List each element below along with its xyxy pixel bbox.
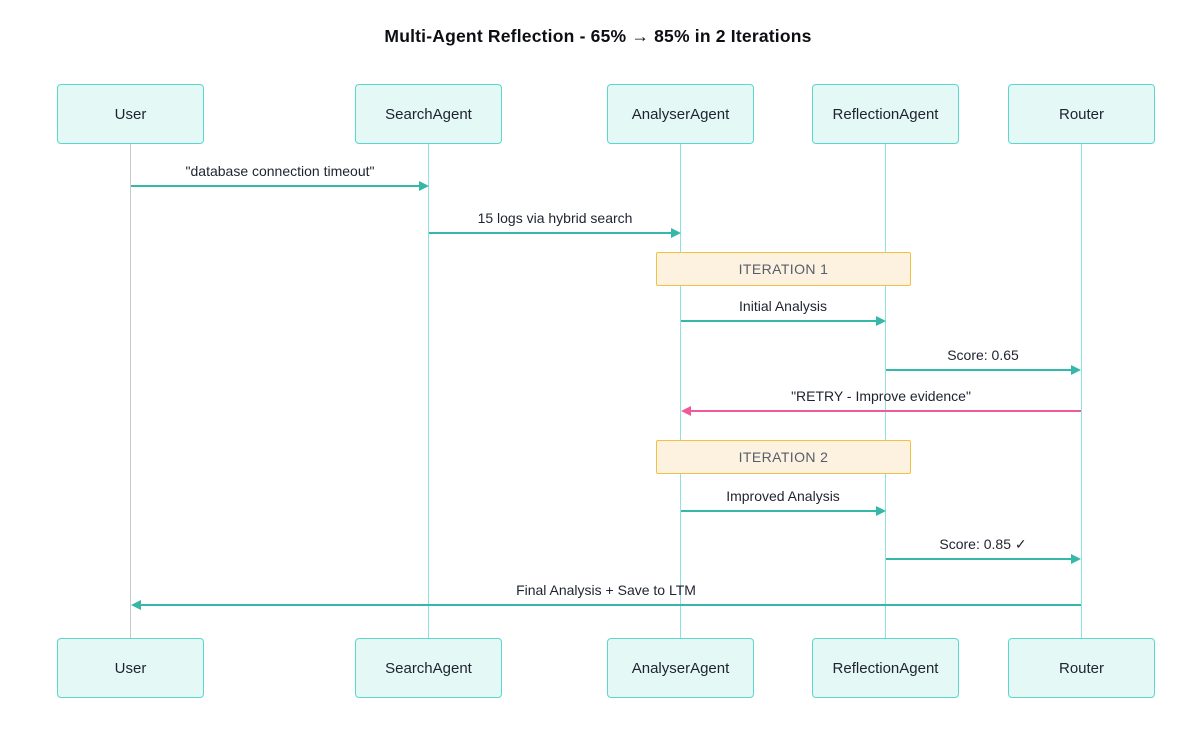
- message-arrow: [691, 410, 1081, 412]
- message-arrow: [886, 369, 1072, 371]
- actor-router-bottom: Router: [1008, 638, 1155, 698]
- actor-reflectionagent-top: ReflectionAgent: [812, 84, 959, 144]
- actor-user-top: User: [57, 84, 204, 144]
- message-label: "RETRY - Improve evidence": [791, 388, 971, 404]
- message-label: Improved Analysis: [726, 488, 840, 504]
- message-arrow: [141, 604, 1081, 606]
- iteration-2-note: ITERATION 2: [656, 440, 911, 474]
- lifeline-reflectionagent: [885, 144, 886, 638]
- actor-analyseragent-top: AnalyserAgent: [607, 84, 754, 144]
- lifeline-user: [130, 144, 131, 638]
- lifeline-analyseragent: [680, 144, 681, 638]
- arrowhead-icon: [1071, 554, 1081, 564]
- message-label: 15 logs via hybrid search: [477, 210, 633, 226]
- message-label: Score: 0.65: [947, 347, 1019, 363]
- actor-router-top: Router: [1008, 84, 1155, 144]
- arrowhead-icon: [876, 316, 886, 326]
- diagram-title: Multi-Agent Reflection - 65% → 85% in 2 …: [384, 26, 812, 46]
- actor-reflectionagent-bottom: ReflectionAgent: [812, 638, 959, 698]
- actor-searchagent-bottom: SearchAgent: [355, 638, 502, 698]
- arrowhead-icon: [131, 600, 141, 610]
- message-arrow: [886, 558, 1072, 560]
- message-label: "database connection timeout": [185, 163, 375, 179]
- arrowhead-icon: [1071, 365, 1081, 375]
- arrowhead-icon: [419, 181, 429, 191]
- message-label: Initial Analysis: [739, 298, 827, 314]
- message-arrow: [429, 232, 672, 234]
- message-arrow: [681, 320, 877, 322]
- iteration-1-note: ITERATION 1: [656, 252, 911, 286]
- arrowhead-icon: [876, 506, 886, 516]
- lifeline-searchagent: [428, 144, 429, 638]
- lifeline-router: [1081, 144, 1082, 638]
- message-label: Final Analysis + Save to LTM: [516, 582, 696, 598]
- message-label: Score: 0.85 ✓: [939, 536, 1027, 552]
- arrowhead-icon: [681, 406, 691, 416]
- message-arrow: [131, 185, 420, 187]
- arrowhead-icon: [671, 228, 681, 238]
- actor-analyseragent-bottom: AnalyserAgent: [607, 638, 754, 698]
- message-arrow: [681, 510, 877, 512]
- actor-searchagent-top: SearchAgent: [355, 84, 502, 144]
- actor-user-bottom: User: [57, 638, 204, 698]
